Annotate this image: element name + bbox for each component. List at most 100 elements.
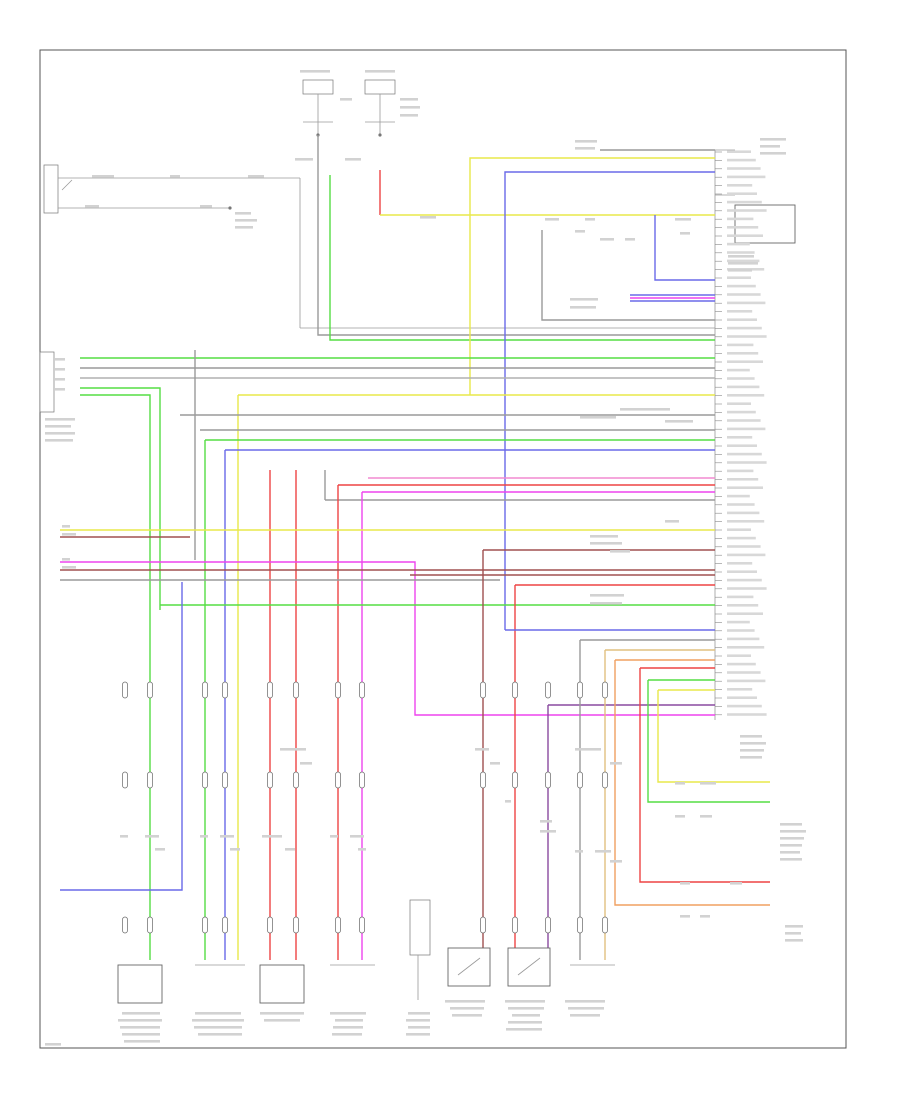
- tiny-label: [92, 175, 114, 178]
- tiny-label: [565, 1000, 605, 1003]
- pin-label: [727, 242, 750, 246]
- pin-label: [727, 595, 754, 599]
- tiny-label: [625, 238, 635, 241]
- diagram-frame: [39, 49, 847, 1049]
- component-sensor-1: [117, 964, 163, 1004]
- pin-label: [727, 184, 753, 187]
- tiny-label: [505, 1000, 545, 1003]
- tiny-label: [760, 138, 786, 141]
- tiny-label: [45, 418, 75, 421]
- pin-label: [727, 520, 765, 523]
- tiny-label: [545, 218, 559, 221]
- tiny-label: [570, 298, 598, 301]
- tiny-label: [62, 558, 70, 561]
- pin-label: [727, 662, 756, 666]
- pin-label: [727, 545, 761, 548]
- tiny-label: [55, 368, 65, 371]
- inline-connector: [222, 681, 228, 699]
- wire-red-down-lr: [639, 668, 770, 883]
- pin-label: [727, 671, 761, 674]
- pin-label: [727, 679, 766, 683]
- inline-connector: [293, 681, 299, 699]
- pin-label: [727, 469, 754, 473]
- tiny-label: [580, 416, 616, 419]
- pin-label: [727, 503, 755, 506]
- tiny-label: [220, 835, 234, 838]
- wire-grey-right: [541, 230, 715, 321]
- wire-blue-loop: [504, 171, 715, 630]
- inline-connector: [122, 771, 128, 789]
- inline-connector: [267, 916, 273, 934]
- inline-connector: [577, 771, 583, 789]
- pin-label: [727, 192, 757, 195]
- pin-label: [727, 427, 766, 431]
- tiny-label: [785, 939, 803, 942]
- tiny-label: [295, 158, 313, 161]
- tiny-label: [330, 835, 338, 838]
- tiny-label: [120, 835, 128, 838]
- tiny-label: [575, 140, 597, 143]
- tiny-label: [262, 835, 282, 838]
- inline-connector: [512, 916, 518, 934]
- pin-label: [727, 200, 762, 204]
- pin-label: [727, 150, 751, 153]
- tiny-label: [55, 358, 65, 361]
- tiny-label: [785, 932, 801, 935]
- inline-connector: [480, 916, 486, 934]
- tiny-label: [406, 1033, 430, 1036]
- tiny-label: [235, 226, 253, 229]
- inline-connector: [577, 916, 583, 934]
- tiny-label: [680, 882, 690, 885]
- component-switch-1: [409, 899, 431, 1000]
- pin-label: [727, 654, 751, 657]
- inline-connector: [480, 771, 486, 789]
- tiny-label: [740, 749, 764, 752]
- tiny-label: [285, 848, 295, 851]
- tiny-label: [508, 1007, 544, 1010]
- tiny-label: [200, 205, 212, 208]
- component-sensor-3: [259, 964, 305, 1004]
- tiny-label: [235, 212, 251, 215]
- tiny-label: [332, 1033, 362, 1036]
- tiny-label: [452, 1014, 482, 1017]
- pin-label: [727, 688, 753, 691]
- tiny-label: [590, 602, 622, 605]
- tiny-label: [45, 425, 71, 428]
- inline-connector: [147, 916, 153, 934]
- pin-label: [727, 646, 765, 649]
- pin-label: [727, 234, 763, 237]
- tiny-label: [62, 533, 76, 536]
- tiny-label: [248, 175, 264, 178]
- wire-green-down: [80, 394, 151, 960]
- tiny-label: [62, 525, 70, 528]
- wire-yellow-vertical: [469, 157, 715, 395]
- pin-label: [727, 175, 766, 179]
- pin-label: [727, 553, 766, 557]
- pin-label: [727, 259, 760, 263]
- tiny-label: [700, 782, 716, 785]
- tiny-label: [170, 175, 180, 178]
- tiny-label: [55, 388, 65, 391]
- pin-label: [727, 612, 763, 615]
- tiny-label: [230, 848, 240, 851]
- tiny-label: [445, 1000, 485, 1003]
- tiny-label: [400, 114, 418, 117]
- tiny-label: [585, 218, 595, 221]
- tiny-label: [760, 152, 786, 155]
- tiny-label: [122, 1033, 160, 1036]
- pin-label: [727, 620, 750, 624]
- wire-magenta-mid: [60, 561, 715, 716]
- wire-green-left-4: [80, 387, 161, 610]
- pin-label: [727, 436, 753, 439]
- tiny-label: [590, 535, 618, 538]
- pin-label: [727, 385, 760, 389]
- tiny-label: [45, 1043, 61, 1046]
- pin-label: [727, 394, 765, 397]
- wire-green-fuse: [329, 175, 715, 341]
- inline-connector: [147, 681, 153, 699]
- inline-connector: [512, 681, 518, 699]
- tiny-label: [406, 1019, 430, 1022]
- tiny-label: [475, 748, 489, 751]
- left-connector: [39, 351, 55, 413]
- tiny-label: [570, 306, 596, 309]
